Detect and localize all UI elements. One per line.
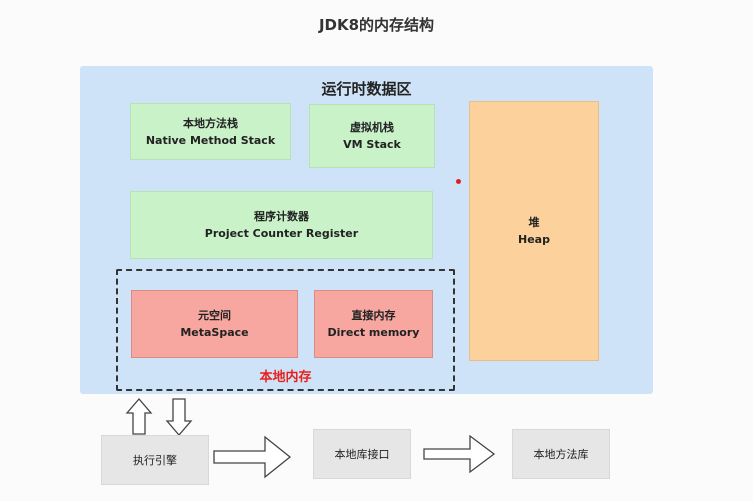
- up-arrow-icon: [125, 398, 153, 435]
- native-method-stack-box: 本地方法栈 Native Method Stack: [130, 103, 291, 160]
- vm-stack-en: VM Stack: [343, 138, 401, 151]
- native-library-interface-label: 本地库接口: [334, 447, 390, 461]
- direct-memory-box: 直接内存 Direct memory: [314, 290, 433, 358]
- program-counter-zh: 程序计数器: [254, 210, 309, 223]
- vm-stack-box: 虚拟机栈 VM Stack: [309, 104, 435, 168]
- down-arrow-icon: [165, 398, 193, 436]
- native-method-library-box: 本地方法库: [512, 429, 610, 479]
- vm-stack-zh: 虚拟机栈: [350, 121, 394, 134]
- red-dot-marker: [456, 179, 461, 184]
- heap-box: 堆 Heap: [469, 101, 599, 361]
- direct-memory-en: Direct memory: [327, 326, 420, 339]
- program-counter-box: 程序计数器 Project Counter Register: [130, 191, 433, 259]
- native-method-stack-zh: 本地方法栈: [183, 116, 238, 130]
- program-counter-en: Project Counter Register: [204, 227, 359, 240]
- native-memory-label: 本地内存: [259, 370, 312, 385]
- native-library-interface-box: 本地库接口: [313, 429, 411, 479]
- heap-zh: 堆: [528, 216, 540, 229]
- right-arrow-icon: [213, 435, 292, 479]
- metaspace-box: 元空间 MetaSpace: [131, 290, 298, 358]
- native-memory-area: [116, 269, 455, 391]
- execution-engine-label: 执行引擎: [133, 453, 177, 467]
- native-method-library-label: 本地方法库: [533, 447, 589, 461]
- direct-memory-zh: 直接内存: [351, 309, 396, 322]
- execution-engine-box: 执行引擎: [101, 435, 209, 485]
- metaspace-en: MetaSpace: [180, 326, 249, 339]
- runtime-data-area-title: 运行时数据区: [321, 80, 412, 98]
- native-method-stack-en: Native Method Stack: [145, 133, 276, 147]
- heap-en: Heap: [518, 233, 550, 246]
- metaspace-zh: 元空间: [198, 309, 231, 322]
- right-arrow-icon: [423, 434, 496, 474]
- diagram-title: JDK8的内存结构: [318, 16, 435, 34]
